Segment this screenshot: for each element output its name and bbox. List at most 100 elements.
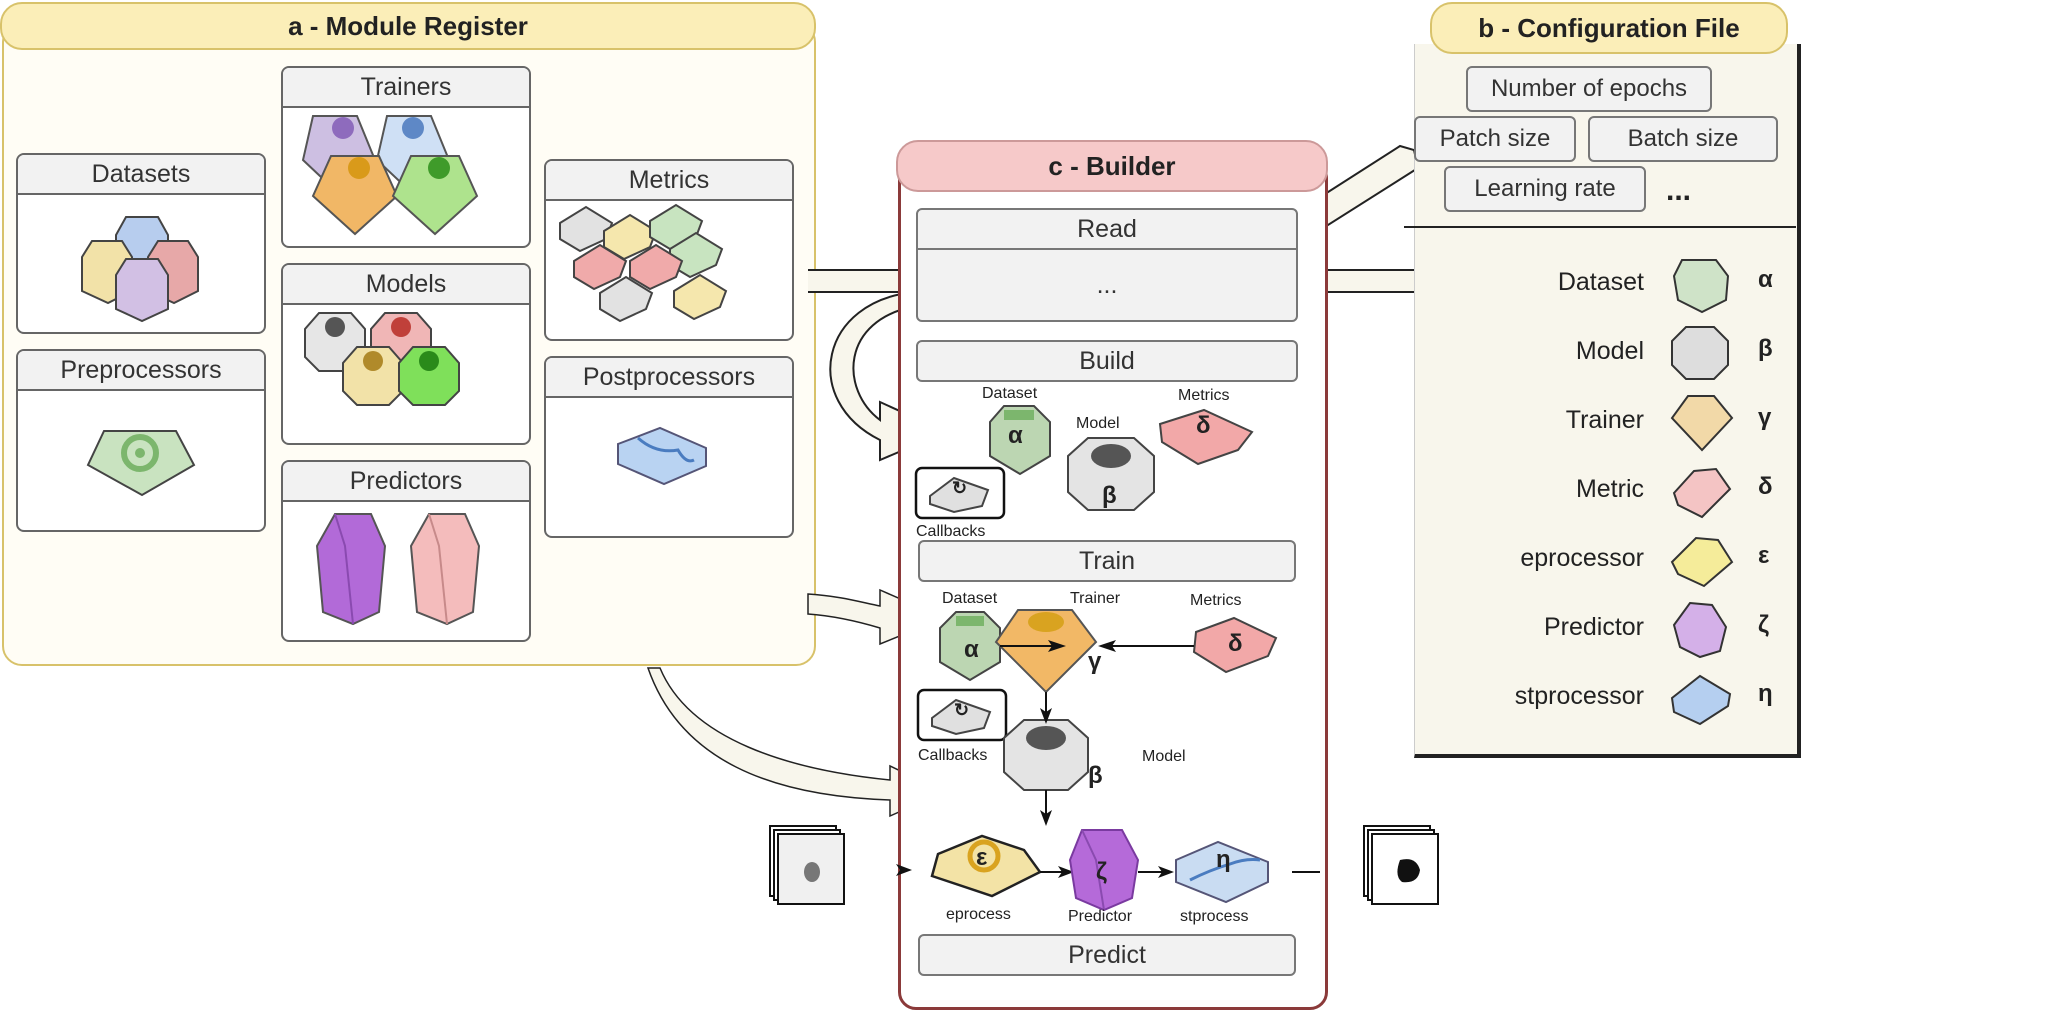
train-model-node-icon (1003, 719, 1089, 791)
metric-red2-icon (629, 243, 684, 291)
predictor-pink-icon (409, 513, 481, 626)
trainer-green-icon (391, 155, 479, 236)
legend-symbol: η (1758, 680, 1773, 707)
postprocessors-heading: Postprocessors (546, 358, 792, 398)
legend-symbol: β (1758, 335, 1773, 362)
metrics-icons (559, 203, 728, 323)
predictor-label: Predictor (1068, 908, 1133, 925)
preprocess-label: eprocess (946, 906, 1011, 923)
configuration-file-panel (1414, 44, 1801, 758)
train-metrics-node-icon (1192, 616, 1278, 674)
postprocess-label: stprocess (1180, 908, 1249, 925)
train-metrics-label: Metrics (1190, 592, 1242, 609)
build-metrics-symbol: δ (1196, 412, 1211, 439)
read-stage-header[interactable]: Read (916, 208, 1298, 250)
datasets-section: Datasets (16, 153, 266, 334)
metric-yellow2-icon (673, 273, 728, 321)
legend-shape-icon (1670, 674, 1732, 726)
legend-shape-icon (1672, 467, 1732, 519)
build-model-node-icon (1067, 437, 1155, 511)
trainers-icons (301, 115, 479, 236)
train-callbacks-label: Callbacks (918, 747, 988, 764)
model-green-icon (398, 346, 460, 406)
build-dataset-label: Dataset (982, 385, 1038, 402)
preprocess-to-predictor-arrow (1040, 866, 1074, 878)
config-param-epochs: Number of epochs (1466, 66, 1712, 112)
legend-symbol: ζ (1758, 611, 1770, 638)
legend-label: Dataset (1557, 268, 1644, 296)
build-stage-header[interactable]: Build (916, 340, 1298, 382)
legend-label: Model (1575, 337, 1644, 365)
train-callbacks-symbol: ↻ (954, 700, 970, 720)
predictor-to-postprocess-arrow (1138, 866, 1174, 878)
models-section: Models (281, 263, 531, 445)
train-dataset-label: Dataset (942, 590, 998, 607)
legend-label: Trainer (1565, 406, 1644, 434)
trainer-to-model-arrow (1040, 692, 1052, 724)
postprocessors-section: Postprocessors (544, 356, 794, 538)
legend-symbol: γ (1758, 404, 1772, 431)
legend-shape-icon (1670, 395, 1734, 452)
build-callbacks-label: Callbacks (916, 523, 986, 540)
build-callbacks-node-icon (914, 466, 1006, 520)
legend-symbol: α (1758, 266, 1773, 293)
preprocessor-gear-block-icon (86, 430, 196, 497)
train-model-symbol: β (1088, 762, 1103, 789)
postprocess-node-icon (1175, 840, 1269, 904)
build-model-symbol: β (1102, 482, 1117, 509)
train-callbacks-node-icon (916, 688, 1008, 742)
preprocessors-heading: Preprocessors (18, 351, 264, 391)
predictor-purple-icon (315, 513, 387, 626)
module-register-title: a - Module Register (0, 2, 816, 50)
register-to-predict-arrow (646, 667, 946, 818)
legend-shape-icon (1670, 536, 1734, 588)
trainer-node-icon (994, 609, 1098, 694)
postprocessor-block-icon (617, 426, 707, 486)
legend-label: stprocessor (1514, 682, 1644, 710)
train-metrics-symbol: δ (1228, 630, 1243, 657)
train-model-label: Model (1142, 748, 1186, 765)
legend-shape-icon (1672, 601, 1728, 659)
predictors-icons (315, 513, 481, 626)
metric-red-icon (573, 243, 628, 291)
metrics-heading: Metrics (546, 161, 792, 201)
legend-shape-icon (1671, 326, 1729, 380)
predict-stage-header[interactable]: Predict (918, 934, 1296, 976)
models-icons (304, 312, 460, 406)
trainers-section: Trainers (281, 66, 531, 248)
build-nodes (914, 405, 1254, 520)
input-image-stack-icon (769, 825, 845, 905)
trainer-orange-icon (311, 155, 399, 236)
metrics-section: Metrics (544, 159, 794, 341)
legend-label: Metric (1575, 475, 1644, 503)
predictors-section: Predictors (281, 460, 531, 642)
build-dataset-symbol: α (1008, 422, 1023, 449)
config-param-patch-size: Patch size (1414, 116, 1576, 162)
trainers-heading: Trainers (283, 68, 529, 108)
register-to-read-band (808, 270, 916, 292)
metrics-to-trainer-arrow (1098, 640, 1194, 652)
legend-symbol: δ (1758, 473, 1773, 500)
output-mask-stack-icon (1363, 825, 1439, 905)
read-stage-body: ... (916, 248, 1298, 322)
builder-title: c - Builder (896, 140, 1328, 192)
config-param-batch-size: Batch size (1588, 116, 1778, 162)
config-params-ellipsis: ... (1666, 174, 1692, 207)
train-stage-header[interactable]: Train (918, 540, 1296, 582)
build-metrics-label: Metrics (1178, 387, 1230, 404)
configuration-file-title: b - Configuration File (1430, 2, 1788, 54)
model-to-predictor-arrow (1040, 790, 1052, 826)
models-heading: Models (283, 265, 529, 305)
predictor-symbol: ζ (1096, 858, 1108, 885)
dataset-block-purple-icon (115, 258, 169, 323)
config-divider (1404, 226, 1796, 228)
train-nodes (916, 609, 1278, 826)
config-param-learning-rate: Learning rate (1444, 166, 1646, 212)
preprocessors-section: Preprocessors (16, 349, 266, 532)
input-to-preprocess-arrow (896, 864, 912, 876)
dataset-to-trainer-arrow (1000, 640, 1066, 652)
preprocess-symbol: ε (976, 844, 988, 871)
postprocess-symbol: η (1216, 846, 1231, 873)
predictors-heading: Predictors (283, 462, 529, 502)
train-dataset-symbol: α (964, 636, 979, 663)
